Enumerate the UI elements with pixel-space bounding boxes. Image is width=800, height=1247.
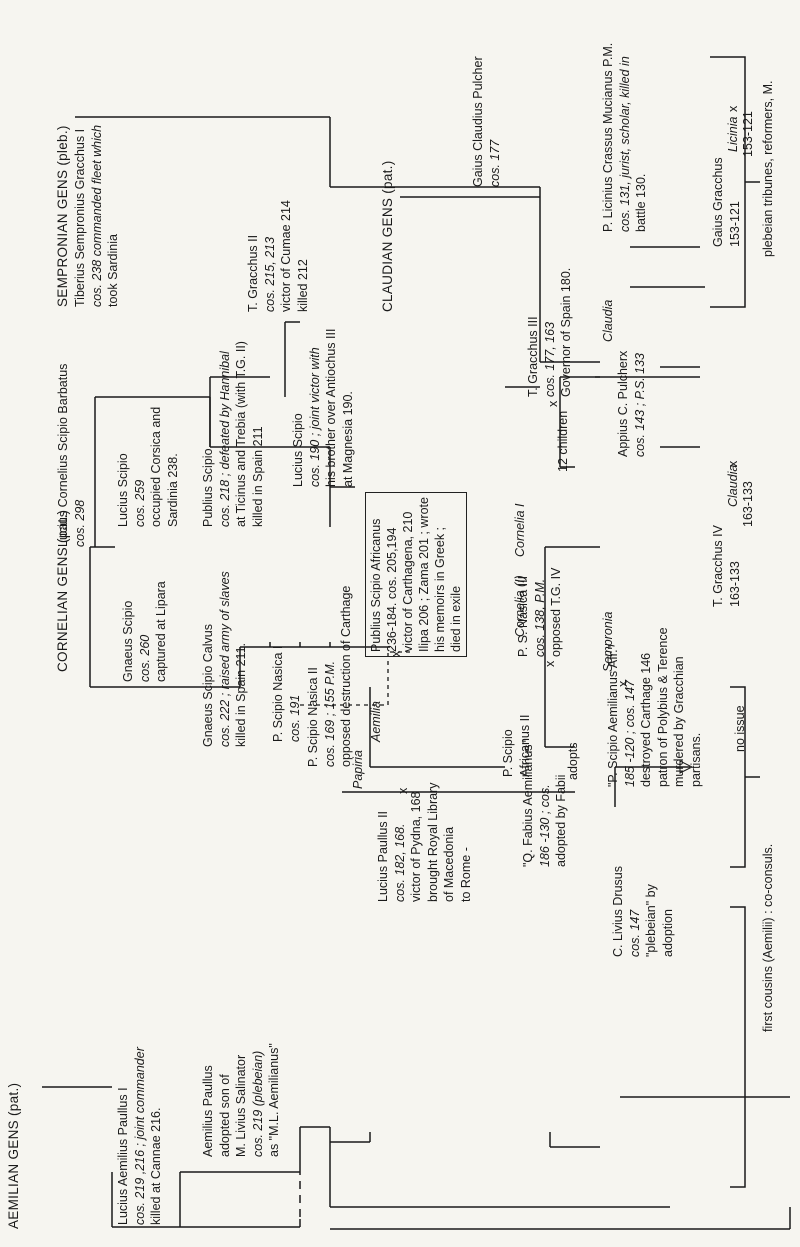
label-no-issue: no issue bbox=[733, 705, 747, 752]
person-livius-drusus: C. Livius Drusus cos. 147 "plebeian" by … bbox=[611, 866, 675, 957]
person-lucius-scipio-190: Lucius Scipio cos. 190 ; joint victor wi… bbox=[291, 328, 355, 487]
spouse-cornelia-1b: Cornelia (I) bbox=[513, 575, 527, 637]
spouse-claudia-1: Claudia bbox=[601, 299, 615, 342]
person-l-aem-paullus-1: Lucius Aemilius Paullus I cos. 219 ,216 … bbox=[116, 1047, 163, 1225]
person-tiberius-gracchus-1: Tiberius Sempronius Gracchus I cos. 238 … bbox=[73, 124, 120, 307]
person-gaius-claudius-pulcher: Gaius Claudius Pulcher cos. 177 bbox=[471, 56, 502, 187]
label-plebeian-tribunes: plebeian tribunes, reformers, M. bbox=[761, 80, 775, 257]
spouse-papiria: Papiria bbox=[351, 750, 365, 789]
person-publius-scipio: Publius Scipio cos. 218 ; defeated by Ha… bbox=[201, 341, 265, 527]
person-gnaeus-calvus: Gnaeus Scipio Calvus cos. 222 ; raised a… bbox=[201, 571, 248, 747]
licinia-dates: 153-121 bbox=[741, 111, 755, 157]
spouse-sempronia: Sempronia bbox=[601, 611, 615, 672]
mark-x-papiria: x bbox=[396, 787, 410, 794]
person-gracchus-4: T. Gracchus IV bbox=[711, 525, 725, 607]
gracchus-4-dates: 163-133 bbox=[728, 561, 742, 607]
spouse-aemilia: Aemilia bbox=[369, 701, 383, 742]
person-scipio-africanus: Publius Scipio Africanus 236-184. cos. 2… bbox=[365, 492, 467, 657]
person-gaius-gracchus: Gaius Gracchus bbox=[711, 157, 725, 247]
gaius-gracchus-dates: 153-121 bbox=[728, 201, 742, 247]
mark-adopts: adopts bbox=[566, 742, 580, 780]
spouse-cornelia-1: Cornelia I bbox=[513, 503, 527, 558]
person-appius-pulcher: Appius C. Pulcher cos. 143 ; P.S. 133 bbox=[616, 352, 647, 457]
label-twelve-children: 12 children bbox=[556, 410, 570, 472]
person-crassus-mucianus: P. Licinius Crassus Mucianus P.M. cos. 1… bbox=[601, 42, 648, 232]
person-nasica-2: P. Scipio Nasica II cos. 169 ; 155 P.M. … bbox=[306, 585, 353, 767]
person-paullus-2: Lucius Paullus II cos. 182, 168. victor … bbox=[376, 782, 473, 902]
claudia-dates: 163-133 bbox=[741, 481, 755, 527]
person-lucius-scipio-259: Lucius Scipio cos. 259 occupied Corsica … bbox=[116, 406, 180, 527]
person-gracchus-3: T. Gracchus III cos. 177, 163 Governor o… bbox=[526, 267, 573, 397]
person-gracchus-2: T. Gracchus II cos. 215, 213 victor of C… bbox=[246, 200, 310, 312]
person-nasica-1: P. Scipio Nasica I cos. 191 bbox=[271, 645, 302, 742]
person-scipio-aemilianus: "P. Scipio Aemilianus Afr." 185 -120 ; c… bbox=[606, 627, 703, 787]
person-africanus-2: P. Scipio Africanus II bbox=[501, 714, 532, 777]
label-first-cousins: first cousins (Aemilii) : co-consuls. bbox=[761, 843, 775, 1032]
mark-x-tg3: x bbox=[546, 400, 560, 407]
header-aemilian: AEMILIAN GENS (pat.) bbox=[6, 1082, 21, 1229]
header-claudian: CLAUDIAN GENS (pat.) bbox=[380, 160, 395, 312]
header-sempronian: SEMPRONIAN GENS (pleb.) bbox=[55, 125, 70, 307]
person-gnaeus-scipio-260: Gnaeus Scipio cos. 260 captured at Lipar… bbox=[121, 581, 168, 682]
mark-x-nasica: x bbox=[543, 660, 557, 667]
person-scipio-barbatus: Lucius Cornelius Scipio Barbatus cos. 29… bbox=[56, 363, 87, 547]
mark-x-tg4: x bbox=[726, 460, 740, 467]
mark-x-sempronia: x bbox=[616, 680, 630, 687]
person-aemilius-paullus-adopted: Aemilius Paullus adopted son of M. Liviu… bbox=[201, 1043, 281, 1157]
mark-x-aemilia: x bbox=[389, 650, 403, 657]
mark-x-claudia: x bbox=[616, 350, 630, 357]
